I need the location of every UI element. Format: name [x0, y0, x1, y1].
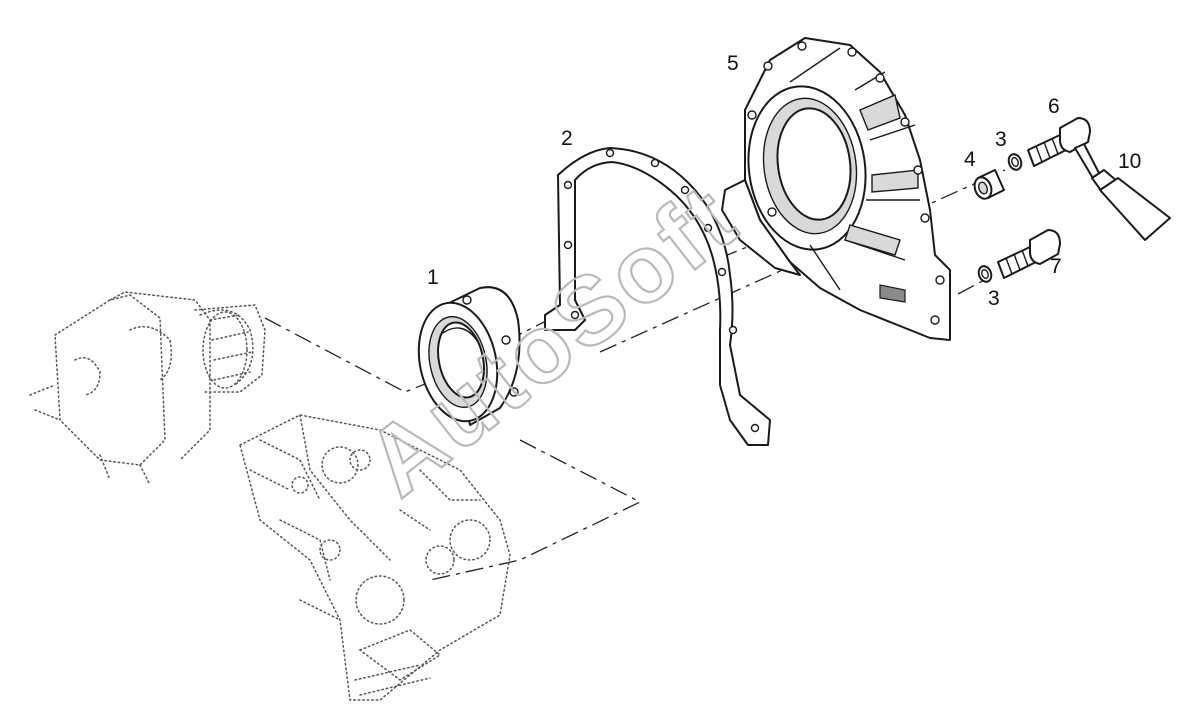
- cover-gasket: [544, 147, 771, 446]
- callout-2: 2: [561, 127, 573, 150]
- callout-7: 7: [1050, 255, 1062, 278]
- callout-1: 1: [427, 266, 439, 289]
- bushing: [973, 169, 1005, 200]
- watermark-text: AutoSoft: [347, 163, 757, 516]
- sealing-ring-upper: [1007, 153, 1023, 171]
- callout-3-lower: 3: [988, 287, 1000, 310]
- sealant-tube: [1074, 143, 1171, 241]
- callout-10: 10: [1118, 150, 1141, 173]
- screw-plug-upper: [1027, 117, 1091, 167]
- callout-4: 4: [964, 148, 976, 171]
- sealing-ring-lower: [977, 265, 993, 283]
- crankshaft-outline: [29, 291, 266, 486]
- screw-plug-lower: [997, 229, 1061, 279]
- callout-3-upper: 3: [995, 128, 1007, 151]
- engine-block-outline: [239, 414, 511, 701]
- callout-6: 6: [1048, 95, 1060, 118]
- callout-5: 5: [727, 52, 739, 75]
- flywheel-housing: [721, 37, 951, 341]
- part-callouts: 1 2 3 4 5 6 3 7 10: [427, 52, 1141, 310]
- rear-seal-ring: [417, 286, 521, 426]
